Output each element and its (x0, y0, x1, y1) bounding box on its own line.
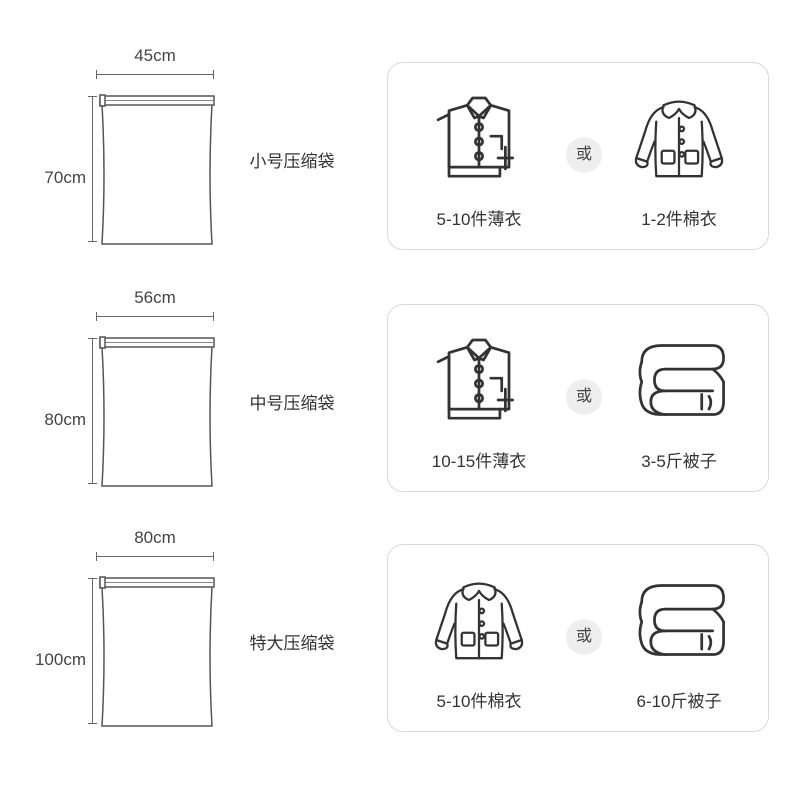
height-dimension-line (88, 578, 97, 724)
padded-coat-icon (624, 93, 734, 189)
capacity-card: 或 5-10件棉衣 6-10斤被子 (387, 544, 769, 732)
height-label: 100cm (34, 650, 86, 669)
capacity-caption-left: 5-10件薄衣 (436, 210, 522, 229)
capacity-caption-right: 1-2件棉衣 (641, 210, 717, 229)
width-label: 56cm (134, 288, 176, 307)
capacity-caption-left: 5-10件棉衣 (436, 692, 522, 711)
vacuum-bag-icon (98, 336, 216, 488)
folded-quilt-icon (624, 335, 734, 431)
shirt-icon (424, 93, 534, 189)
folded-quilt-icon (624, 575, 734, 671)
height-dimension-line (88, 96, 97, 242)
width-dimension-line (96, 70, 214, 79)
width-label: 80cm (134, 528, 176, 547)
height-dimension-line (88, 338, 97, 484)
capacity-caption-right: 3-5斤被子 (641, 452, 717, 471)
bag-row-medium: 56cm 80cm 中号压缩袋 或 10-15件薄衣 3-5斤被子 (0, 282, 800, 522)
or-badge: 或 (566, 379, 602, 415)
width-dimension-line (96, 312, 214, 321)
width-dimension-line (96, 552, 214, 561)
capacity-caption-left: 10-15件薄衣 (431, 452, 527, 471)
bag-row-small: 45cm 70cm 小号压缩袋 或 5-10件薄衣 1-2件棉衣 (0, 40, 800, 280)
or-badge: 或 (566, 619, 602, 655)
bag-name: 小号压缩袋 (249, 152, 335, 171)
height-label: 70cm (44, 168, 86, 187)
vacuum-bag-icon (98, 94, 216, 246)
capacity-card: 或 10-15件薄衣 3-5斤被子 (387, 304, 769, 492)
bag-name: 中号压缩袋 (249, 394, 335, 413)
or-badge: 或 (566, 137, 602, 173)
bag-name: 特大压缩袋 (249, 634, 335, 653)
padded-coat-icon (424, 575, 534, 671)
width-label: 45cm (134, 46, 176, 65)
vacuum-bag-icon (98, 576, 216, 728)
bag-row-extra-large: 80cm 100cm 特大压缩袋 或 5-10件棉衣 6-10斤被子 (0, 522, 800, 762)
capacity-card: 或 5-10件薄衣 1-2件棉衣 (387, 62, 769, 250)
height-label: 80cm (44, 410, 86, 429)
shirt-icon (424, 335, 534, 431)
capacity-caption-right: 6-10斤被子 (636, 692, 722, 711)
